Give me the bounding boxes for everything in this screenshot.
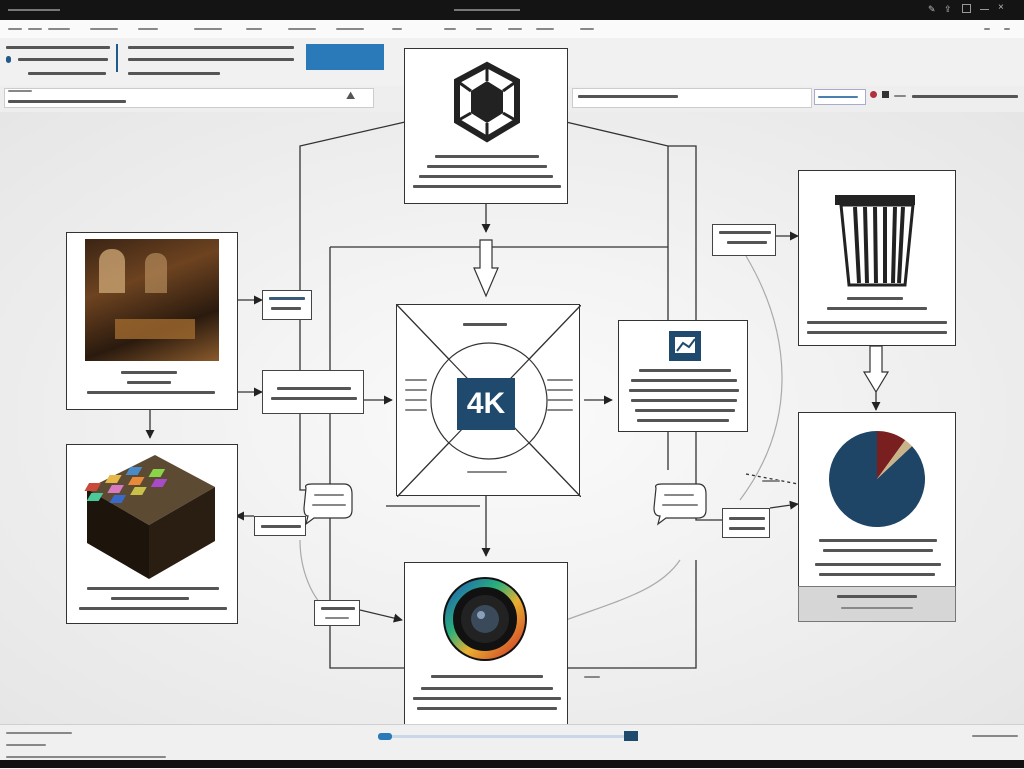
label-text-line — [325, 617, 349, 619]
label-text-line — [271, 397, 357, 400]
node-text-line — [547, 379, 573, 381]
node-bottom-center[interactable] — [404, 562, 568, 726]
taskbar — [0, 760, 1024, 768]
node-text-line — [87, 391, 215, 394]
connector-label[interactable] — [722, 508, 770, 538]
node-top-center[interactable] — [404, 48, 568, 204]
node-right-top[interactable] — [798, 170, 956, 346]
node-text-line — [837, 595, 917, 598]
label-text-line — [269, 297, 305, 300]
node-text-line — [405, 399, 427, 401]
connector-label[interactable] — [314, 600, 360, 626]
node-text-line — [635, 409, 735, 412]
bubble-text-line — [662, 504, 698, 506]
connector-line — [566, 560, 696, 668]
node-text-line — [547, 399, 573, 401]
camera-lens-icon — [405, 563, 569, 727]
node-text-line — [431, 675, 543, 678]
connector-line — [770, 504, 798, 508]
status-text — [6, 732, 72, 734]
node-title-line — [463, 323, 507, 326]
node-text-line — [827, 307, 927, 310]
connector-line — [262, 122, 405, 300]
window-shape — [99, 249, 125, 293]
node-text-line — [413, 697, 561, 700]
connector-label[interactable] — [262, 290, 312, 320]
connector-label[interactable] — [254, 516, 306, 536]
node-text-line — [547, 409, 573, 411]
node-text-line — [631, 379, 737, 382]
node-text-line — [111, 597, 189, 600]
edge-label — [762, 480, 780, 482]
label-text-line — [719, 231, 771, 234]
bubble-text-line — [312, 504, 346, 506]
table-shape — [115, 319, 195, 339]
label-text-line — [727, 241, 767, 244]
bubble-text-line — [314, 494, 344, 496]
fit-page-icon[interactable] — [624, 731, 638, 741]
label-text-line — [271, 307, 301, 310]
bubble-text-line — [664, 494, 694, 496]
node-text-line — [639, 369, 731, 372]
node-text-line — [547, 389, 573, 391]
node-text-line — [823, 549, 933, 552]
node-text-line — [127, 381, 171, 384]
status-text — [6, 756, 166, 758]
label-text-line — [321, 607, 355, 610]
status-icons[interactable] — [972, 735, 1018, 737]
node-footer-panel[interactable] — [798, 586, 956, 622]
node-text-line — [417, 707, 557, 710]
node-text-line — [79, 607, 227, 610]
label-text-line — [729, 517, 765, 520]
down-arrow-shape — [864, 346, 888, 392]
node-text-line — [405, 409, 427, 411]
room-image — [85, 239, 219, 361]
status-text — [6, 744, 46, 746]
node-text-line — [427, 165, 547, 168]
node-text-line — [413, 185, 561, 188]
node-text-line — [819, 573, 935, 576]
node-text-line — [421, 687, 553, 690]
node-text-line — [405, 389, 427, 391]
hexagon-logo-icon — [405, 49, 569, 205]
label-text-line — [277, 387, 351, 390]
node-text-line — [841, 607, 913, 609]
node-text-line — [121, 371, 177, 374]
4k-badge: 4K — [457, 378, 515, 430]
node-text-line — [419, 175, 553, 178]
chart-book-icon — [619, 321, 749, 433]
node-text-line — [87, 587, 219, 590]
node-text-line — [467, 471, 507, 473]
label-text-line — [729, 527, 765, 530]
zoom-slider-thumb[interactable] — [378, 733, 392, 740]
node-right-middle[interactable] — [618, 320, 748, 432]
node-text-line — [807, 321, 947, 324]
node-text-line — [435, 155, 539, 158]
connector-label[interactable] — [262, 370, 364, 414]
window-shape — [145, 253, 167, 293]
node-right-bottom[interactable] — [798, 412, 956, 588]
down-arrow-shape — [474, 240, 498, 296]
node-text-line — [807, 331, 947, 334]
node-text-line — [637, 419, 729, 422]
node-text-line — [815, 563, 941, 566]
connector-label[interactable] — [712, 224, 776, 256]
curved-connector — [566, 560, 680, 620]
node-left-top[interactable] — [66, 232, 238, 410]
node-text-line — [847, 297, 903, 300]
label-text-line — [261, 525, 301, 528]
node-left-bottom[interactable] — [66, 444, 238, 624]
zoom-slider-track[interactable] — [378, 735, 638, 738]
node-text-line — [405, 379, 427, 381]
node-text-line — [631, 399, 737, 402]
node-text-line — [629, 389, 739, 392]
connector-line — [360, 610, 402, 620]
node-text-line — [819, 539, 937, 542]
edge-label — [584, 676, 600, 678]
